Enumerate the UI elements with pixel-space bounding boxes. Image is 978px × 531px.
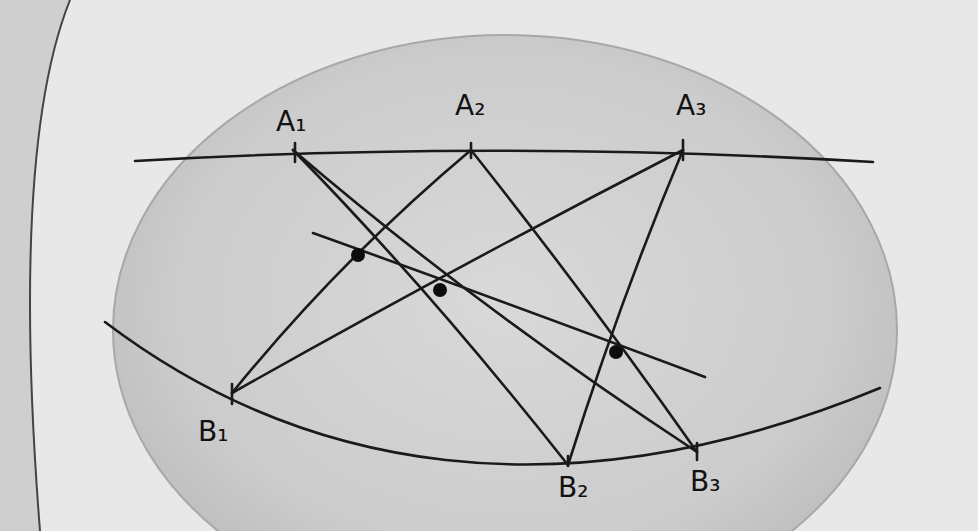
point-label: B₁ xyxy=(198,416,228,448)
point-label: B₂ xyxy=(558,472,588,504)
tick xyxy=(294,143,297,162)
intersection-points xyxy=(351,248,623,359)
point-label: A₁ xyxy=(276,106,306,138)
construction-lines xyxy=(105,150,880,465)
line-a2-b1 xyxy=(232,150,471,393)
tick xyxy=(470,143,473,158)
sphere-outline xyxy=(113,35,897,531)
line-a1-b2 xyxy=(293,150,568,465)
top-line xyxy=(135,151,873,162)
line-a1-b3 xyxy=(293,150,697,452)
tick xyxy=(231,384,234,404)
intersection-dot xyxy=(609,345,623,359)
line-a3-b2 xyxy=(568,150,683,465)
sphere-surface xyxy=(113,35,897,531)
pappus-line xyxy=(313,233,705,377)
tick xyxy=(567,456,570,466)
line-a3-b1 xyxy=(232,150,683,393)
point-ticks xyxy=(232,140,697,466)
tick xyxy=(696,443,699,460)
point-label: A₂ xyxy=(455,90,485,122)
intersection-dot xyxy=(351,248,365,262)
intersection-dot xyxy=(433,283,447,297)
tick xyxy=(682,140,685,160)
bottom-curve xyxy=(105,322,880,464)
point-label: B₃ xyxy=(690,466,720,498)
plate-rim xyxy=(30,0,70,531)
point-label: A₃ xyxy=(676,90,706,122)
plate-edge xyxy=(0,0,70,531)
